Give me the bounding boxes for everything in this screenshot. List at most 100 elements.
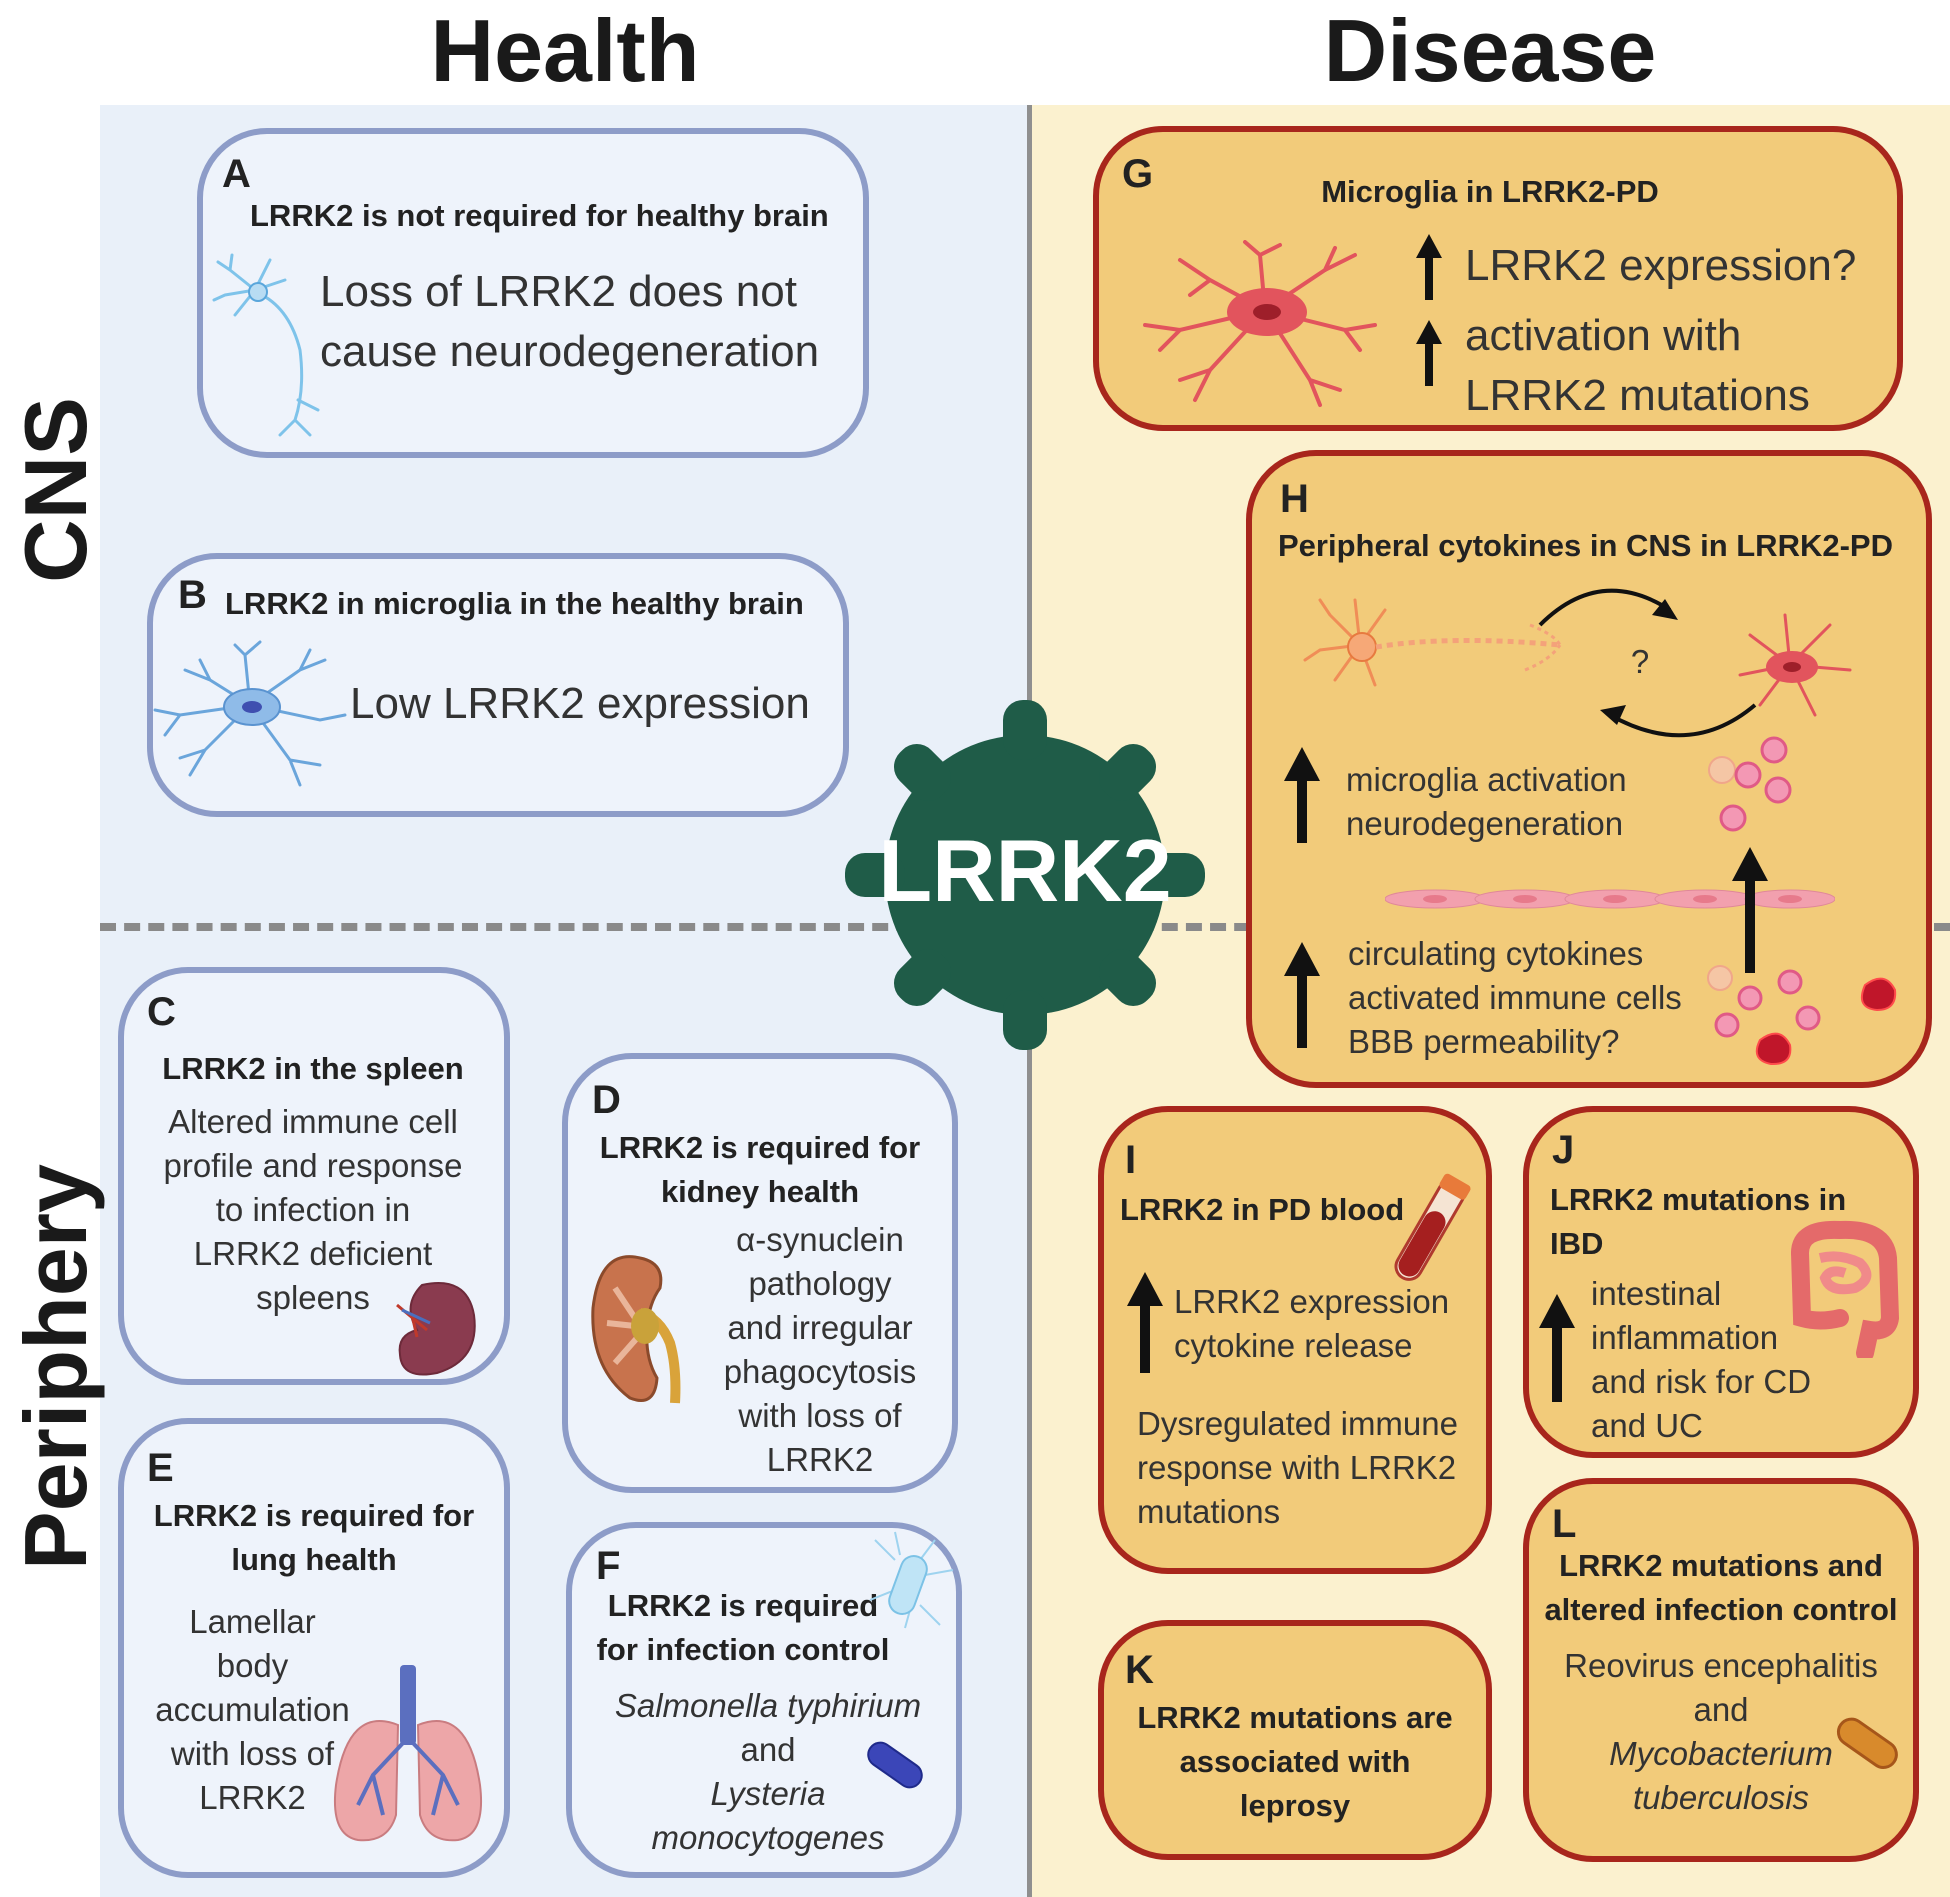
- activated-microglia-icon: [1143, 240, 1377, 407]
- box-h-letter: H: [1280, 477, 1309, 521]
- box-c-line2: profile and response: [163, 1147, 463, 1184]
- box-i-line1: LRRK2 expression: [1174, 1283, 1450, 1320]
- box-b-title: LRRK2 in microglia in the healthy brain: [225, 586, 804, 621]
- box-a-text-line2: cause neurodegeneration: [320, 327, 820, 376]
- cytokines-icon: [1708, 736, 1792, 832]
- box-e-letter: E: [147, 1446, 174, 1490]
- box-h-upper-line2: neurodegeneration: [1346, 805, 1624, 842]
- bbb-endothelium-icon: [1385, 889, 1835, 909]
- immune-cells-icon: [1707, 965, 1897, 1066]
- box-l-title-line2: altered infection control: [1544, 1592, 1898, 1627]
- box-b-text: Low LRRK2 expression: [350, 679, 810, 728]
- box-e-title-line2: lung health: [231, 1542, 397, 1577]
- intestine-icon: [1791, 1220, 1900, 1358]
- box-b: [147, 553, 849, 817]
- box-a-letter: A: [222, 152, 251, 196]
- box-h: [1246, 450, 1932, 1088]
- box-e-line5: LRRK2: [199, 1779, 306, 1816]
- box-f-line3: Lysteria: [710, 1775, 826, 1812]
- box-l: [1523, 1478, 1919, 1862]
- box-f-line1: Salmonella typhirium: [614, 1687, 922, 1724]
- box-d-letter: D: [592, 1078, 621, 1122]
- box-c-letter: C: [147, 990, 176, 1034]
- blood-tube-icon: [1394, 1173, 1471, 1281]
- box-j-line1: intestinal: [1591, 1275, 1722, 1312]
- box-e-line4: with loss of: [170, 1735, 335, 1772]
- box-j-line2: inflammation: [1591, 1319, 1779, 1356]
- box-i-line4: response with LRRK2: [1137, 1449, 1457, 1486]
- box-c-line4: LRRK2 deficient: [193, 1235, 433, 1272]
- box-l-line1: Reovirus encephalitis: [1564, 1647, 1878, 1684]
- box-d-line1: α-synuclein: [736, 1221, 904, 1258]
- box-j: [1523, 1106, 1919, 1458]
- box-f-line4: monocytogenes: [651, 1819, 885, 1856]
- up-arrow-icon: [1127, 1272, 1163, 1373]
- box-j-line4: and UC: [1591, 1407, 1703, 1444]
- up-arrow-icon: [1284, 747, 1320, 843]
- box-d-title-line1: LRRK2 is required for: [599, 1130, 921, 1165]
- spleen-icon: [396, 1282, 476, 1376]
- lungs-icon: [334, 1665, 482, 1842]
- box-c-line5: spleens: [256, 1279, 370, 1316]
- box-f-line2: and: [740, 1731, 796, 1768]
- neuron-icon: [212, 253, 320, 437]
- up-arrow-icon: [1416, 234, 1442, 300]
- box-d-line2: pathology: [748, 1265, 892, 1302]
- box-f-letter: F: [596, 1544, 621, 1588]
- microglia-icon: [153, 640, 347, 787]
- box-f-title-line2: for infection control: [596, 1632, 890, 1667]
- box-h-lower-line2: activated immune cells: [1348, 979, 1682, 1016]
- box-g-title: Microglia in LRRK2-PD: [1321, 174, 1659, 209]
- box-g-letter: G: [1122, 152, 1154, 196]
- box-g-line2: activation with: [1465, 311, 1742, 360]
- up-arrow-icon: [1539, 1294, 1575, 1402]
- box-e-line3: accumulation: [155, 1691, 350, 1728]
- box-j-title-line1: LRRK2 mutations in: [1550, 1182, 1847, 1217]
- box-i-line3: Dysregulated immune: [1137, 1405, 1458, 1442]
- box-g-line1: LRRK2 expression?: [1465, 241, 1857, 290]
- box-c-line1: Altered immune cell: [168, 1103, 458, 1140]
- disease-column-title: Disease: [1323, 1, 1657, 100]
- box-k: [1098, 1620, 1492, 1860]
- box-k-letter: K: [1125, 1648, 1154, 1692]
- box-h-lower-line3: BBB permeability?: [1348, 1023, 1620, 1060]
- box-d-title-line2: kidney health: [660, 1174, 860, 1209]
- box-j-letter: J: [1552, 1128, 1575, 1172]
- box-j-title-line2: IBD: [1550, 1226, 1604, 1261]
- box-h-title: Peripheral cytokines in CNS in LRRK2-PD: [1278, 528, 1893, 563]
- box-g: [1093, 126, 1903, 431]
- box-h-upper-line1: microglia activation: [1346, 761, 1627, 798]
- box-i-line5: mutations: [1137, 1493, 1281, 1530]
- box-e-line1: Lamellar: [189, 1603, 316, 1640]
- box-a-title: LRRK2 is not required for healthy brain: [250, 198, 829, 233]
- mycobacterium-icon: [1836, 1717, 1898, 1769]
- box-h-question-mark: ?: [1630, 643, 1650, 680]
- box-i-line2: cytokine release: [1174, 1327, 1413, 1364]
- box-l-title-line1: LRRK2 mutations and: [1559, 1548, 1883, 1583]
- box-i: [1098, 1106, 1492, 1574]
- box-a-text-line1: Loss of LRRK2 does not: [320, 267, 797, 316]
- box-f-title-line1: LRRK2 is required: [607, 1588, 879, 1623]
- box-l-line2: and: [1693, 1691, 1749, 1728]
- box-d-line5: with loss of: [738, 1397, 902, 1434]
- box-g-line3: LRRK2 mutations: [1465, 371, 1810, 420]
- neuron-to-microglia-icon: [1303, 588, 1852, 738]
- box-c-title: LRRK2 in the spleen: [162, 1051, 464, 1086]
- kidney-icon: [591, 1255, 681, 1404]
- cns-row-title: CNS: [6, 397, 105, 583]
- box-i-letter: I: [1125, 1138, 1137, 1182]
- box-i-title: LRRK2 in PD blood: [1120, 1192, 1405, 1227]
- box-l-line3: Mycobacterium: [1609, 1735, 1833, 1772]
- lrrk2-gear-icon: [845, 700, 1205, 1050]
- periphery-row-title: Periphery: [6, 1164, 105, 1570]
- box-d-line3: and irregular: [727, 1309, 913, 1346]
- box-k-line3: leprosy: [1239, 1788, 1351, 1823]
- box-b-letter: B: [178, 573, 207, 617]
- box-k-line2: associated with: [1179, 1744, 1411, 1779]
- box-l-letter: L: [1552, 1502, 1577, 1546]
- up-arrow-icon: [1416, 320, 1442, 386]
- up-arrow-icon: [1284, 942, 1320, 1048]
- box-e-line2: body: [216, 1647, 289, 1684]
- box-c-line3: to infection in: [215, 1191, 411, 1228]
- health-column-title: Health: [430, 1, 700, 100]
